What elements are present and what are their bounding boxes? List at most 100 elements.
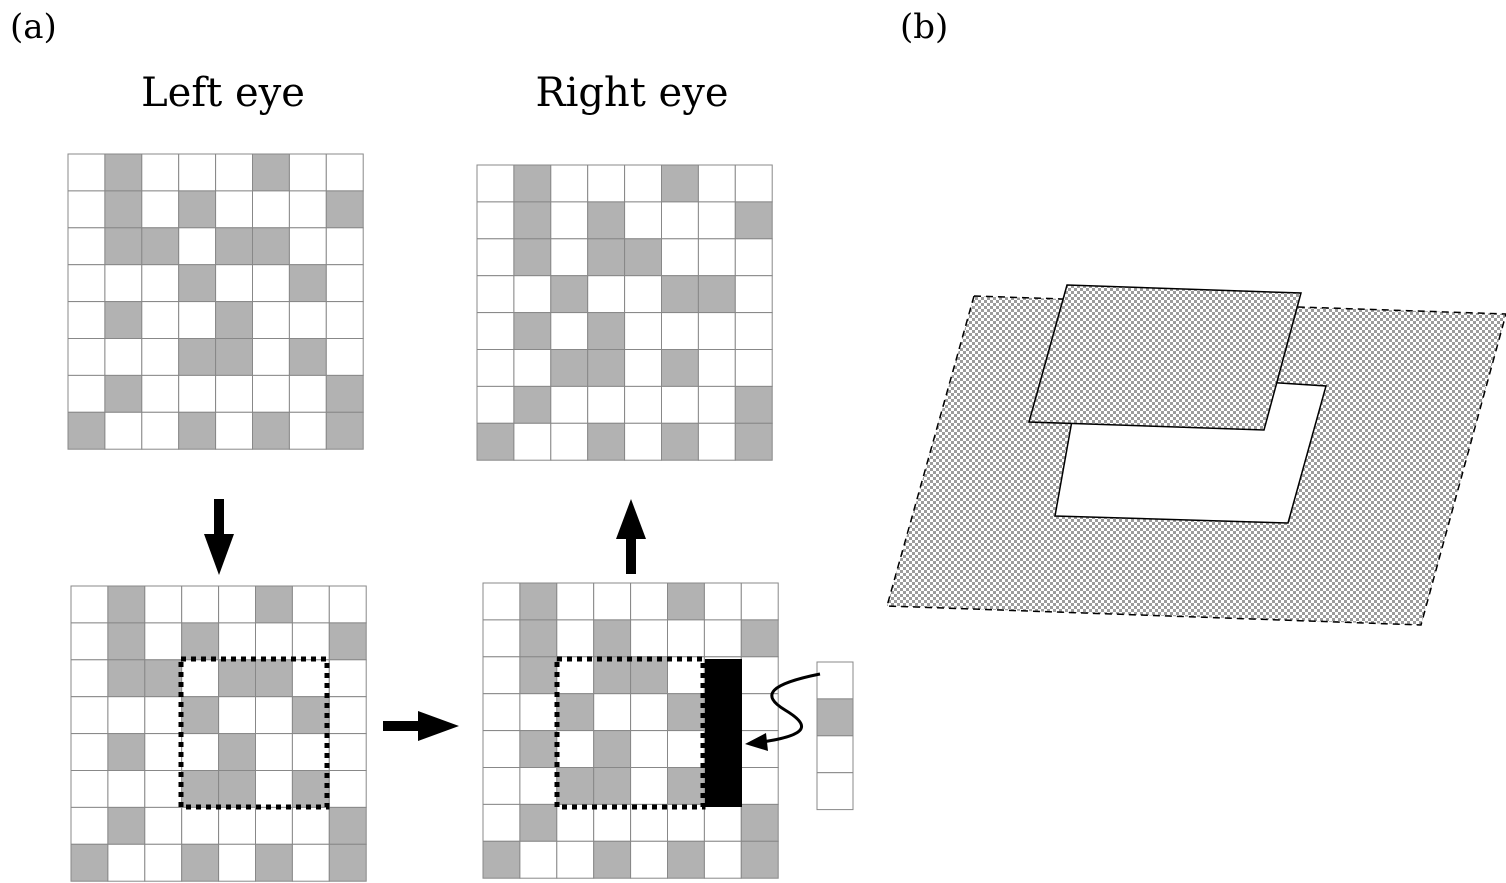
grid-cell (667, 803, 705, 842)
grid-cell (104, 374, 143, 413)
grid-cell (476, 201, 515, 240)
grid-cell (550, 422, 589, 461)
grid-cell (630, 803, 668, 842)
grid-cell (67, 153, 106, 192)
grid-cell (624, 275, 662, 314)
grid-cell (215, 301, 254, 340)
right-arrow (383, 711, 459, 741)
grid-cell (70, 622, 109, 661)
grid-cell (593, 656, 632, 695)
grid-cell (482, 619, 521, 658)
grid-cell (661, 422, 699, 461)
grid-cell (144, 733, 183, 771)
grid-cell (181, 585, 220, 624)
grid-cell (593, 840, 632, 879)
grid-cell (70, 843, 109, 882)
new-column-strip (816, 661, 854, 811)
selected-region-right (554, 656, 706, 810)
grid-cell (255, 622, 293, 661)
grid-cell (291, 770, 330, 808)
grid-cell (556, 582, 595, 621)
grid-cell (550, 275, 589, 314)
grid-cell (144, 843, 183, 882)
grid-cell (252, 374, 290, 413)
grid-cell (476, 422, 515, 461)
grid-cell (215, 374, 254, 413)
grid-cell (476, 349, 515, 387)
left-eye-title: Left eye (141, 70, 305, 116)
grid-cell (141, 227, 180, 266)
grid-cell (67, 190, 106, 229)
grid-cell (252, 301, 290, 340)
grid-cell (67, 374, 106, 413)
grid-cell (734, 164, 773, 203)
grid-cell (482, 693, 521, 732)
grid-cell (288, 374, 327, 413)
grid-cell (624, 201, 662, 240)
grid-cell (218, 806, 257, 845)
grid-cell (697, 312, 736, 351)
grid-cell (107, 770, 146, 808)
grid-cell (667, 619, 705, 658)
grid-cell (104, 227, 143, 266)
grid-cell (740, 803, 779, 842)
grid-cell (697, 349, 736, 387)
grid-cell (630, 730, 668, 768)
grid-cell (107, 585, 146, 624)
grid-cell (181, 733, 220, 771)
grid-cell (593, 693, 632, 732)
grid-cell (734, 422, 773, 461)
grid-cell (661, 201, 699, 240)
grid-cell (104, 301, 143, 340)
left-eye-grid (67, 153, 364, 450)
panel-label-b: (b) (900, 7, 948, 47)
grid-cell (328, 806, 367, 845)
grid-cell (556, 840, 595, 879)
grid-cell (667, 840, 705, 879)
grid-cell (624, 238, 662, 277)
grid-cell (593, 767, 632, 805)
grid-cell (291, 659, 330, 698)
grid-cell (104, 264, 143, 303)
grid-cell (215, 338, 254, 376)
down-arrow (204, 499, 234, 575)
grid-cell (288, 227, 327, 266)
grid-cell (141, 411, 180, 450)
grid-cell (255, 659, 293, 698)
grid-cell (630, 656, 668, 695)
grid-cell (624, 422, 662, 461)
grid-cell (178, 227, 217, 266)
grid-cell (291, 622, 330, 661)
grid-cell (661, 349, 699, 387)
grid-cell (181, 806, 220, 845)
grid-cell (178, 374, 217, 413)
grid-cell (328, 843, 367, 882)
grid-cell (252, 153, 290, 192)
grid-cell (67, 411, 106, 450)
grid-cell (288, 264, 327, 303)
grid-cell (513, 422, 552, 461)
grid-cell (215, 153, 254, 192)
grid-cell (70, 806, 109, 845)
grid-cell (556, 730, 595, 768)
grid-cell (661, 275, 699, 314)
grid-cell (519, 730, 558, 768)
grid-cell (107, 659, 146, 698)
grid-cell (325, 264, 364, 303)
grid-cell (291, 733, 330, 771)
grid-cell (519, 619, 558, 658)
grid-cell (218, 659, 257, 698)
grid-cell (325, 227, 364, 266)
grid-cell (215, 411, 254, 450)
floating-square-plane (1028, 284, 1302, 431)
grid-cell (587, 349, 626, 387)
grid-cell (181, 696, 220, 735)
grid-cell (513, 238, 552, 277)
grid-cell (255, 843, 293, 882)
grid-cell (630, 619, 668, 658)
grid-cell (288, 301, 327, 340)
grid-cell (255, 696, 293, 735)
grid-cell (181, 843, 220, 882)
grid-cell (550, 349, 589, 387)
grid-cell (734, 275, 773, 314)
